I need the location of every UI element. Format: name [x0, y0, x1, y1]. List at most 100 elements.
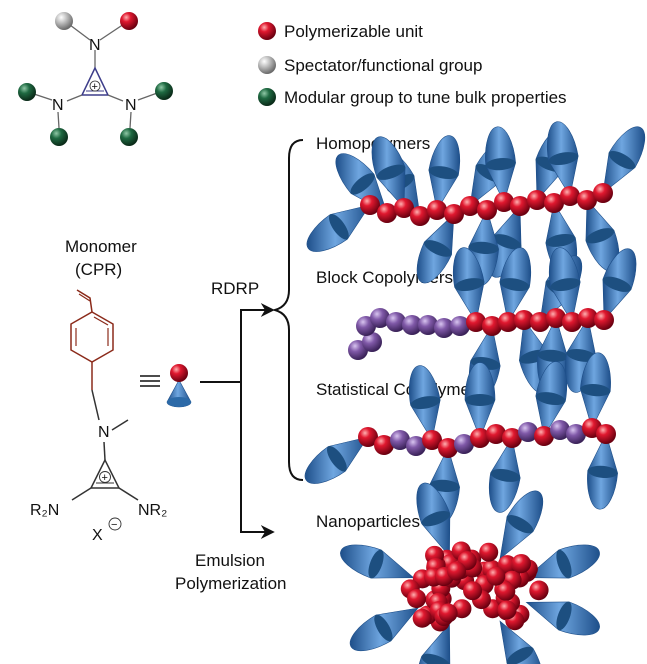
red-bead: [438, 438, 458, 458]
red-bead: [360, 195, 380, 215]
side-group-cone: [602, 126, 646, 194]
monomer-left-amine: R₂N: [30, 502, 59, 519]
side-group-cone: [349, 607, 419, 652]
red-bead: [494, 192, 514, 212]
red-bead: [496, 581, 516, 601]
equivalence-sign: [140, 375, 160, 387]
monomer-subtitle: (CPR): [75, 260, 122, 279]
monomer-counterion: X: [92, 527, 103, 544]
monomer-right-amine: NR₂: [138, 502, 167, 519]
schematic-n-left: N: [52, 97, 64, 114]
red-bead: [510, 196, 530, 216]
product-label-statistical: Statistical Copolymers: [316, 380, 484, 399]
red-bead: [427, 200, 447, 220]
side-group-cone: [525, 544, 600, 579]
red-bead: [546, 308, 566, 328]
red-bead: [410, 206, 430, 226]
legend: Polymerizable unit Spectator/functional …: [258, 22, 567, 107]
purple-bead: [566, 424, 586, 444]
side-group-cone: [488, 437, 521, 513]
red-bead: [374, 435, 394, 455]
monomer-charge-label: +: [102, 472, 108, 484]
side-group-cone: [485, 126, 516, 203]
purple-bead: [550, 420, 570, 440]
block-copolymer-chain: [348, 247, 637, 401]
red-bead: [544, 193, 564, 213]
rdrp-label: RDRP: [211, 279, 259, 298]
red-bead: [463, 581, 483, 601]
side-group-cone: [499, 247, 532, 323]
product-brace: [271, 139, 304, 481]
schematic-green-sphere-icon: [18, 83, 36, 101]
red-bead: [447, 561, 467, 581]
red-bead: [460, 196, 480, 216]
side-group-cone: [499, 620, 541, 664]
side-group-cone: [306, 204, 371, 252]
red-bead: [560, 186, 580, 206]
red-bead: [577, 190, 597, 210]
side-group-cone: [408, 365, 441, 441]
red-bead: [534, 426, 554, 446]
red-bead: [422, 430, 442, 450]
schematic-n-right: N: [125, 97, 137, 114]
schematic-cyclopropenium: + N N N: [18, 12, 173, 146]
red-bead: [466, 312, 486, 332]
red-bead: [407, 589, 427, 609]
side-group-cone: [464, 362, 496, 439]
red-bead: [498, 312, 518, 332]
reaction-arrows: [200, 303, 275, 539]
purple-bead: [434, 318, 454, 338]
purple-bead: [390, 430, 410, 450]
red-bead: [486, 566, 506, 586]
red-bead: [596, 424, 616, 444]
monomer-title: Monomer: [65, 237, 137, 256]
side-group-cone: [585, 199, 620, 272]
red-bead: [594, 310, 614, 330]
side-group-cone: [340, 544, 415, 579]
schematic-charge-label: +: [92, 81, 98, 93]
red-bead: [412, 608, 432, 628]
schematic-gray-sphere-icon: [55, 12, 73, 30]
red-bead: [444, 204, 464, 224]
monomer-n-atom: N: [98, 424, 110, 441]
legend-label-modular: Modular group to tune bulk properties: [284, 88, 567, 107]
red-bead: [502, 428, 522, 448]
purple-bead: [406, 436, 426, 456]
red-bead: [479, 542, 499, 562]
side-group-cone: [580, 352, 611, 429]
red-bead: [358, 427, 378, 447]
red-bead: [438, 603, 458, 623]
schematic-green-sphere-icon: [155, 82, 173, 100]
red-bead: [593, 183, 613, 203]
side-group-cone: [418, 623, 451, 664]
red-bead: [527, 190, 547, 210]
side-group-cone: [499, 490, 544, 560]
purple-bead: [418, 315, 438, 335]
legend-gray-sphere-icon: [258, 56, 276, 74]
red-bead: [482, 316, 502, 336]
emulsion-label-1: Emulsion: [195, 551, 265, 570]
side-group-cone: [428, 135, 461, 211]
red-bead: [562, 312, 582, 332]
legend-green-sphere-icon: [258, 88, 276, 106]
product-label-nanoparticles: Nanoparticles: [316, 512, 420, 531]
purple-bead: [450, 316, 470, 336]
side-group-cone: [548, 247, 581, 323]
purple-bead: [370, 308, 390, 328]
red-bead: [512, 554, 532, 574]
schematic-green-sphere-icon: [120, 128, 138, 146]
homopolymer-chain: [306, 121, 646, 286]
side-group-cone: [587, 433, 618, 510]
red-bead: [497, 600, 517, 620]
side-group-cone: [416, 482, 451, 557]
side-group-cone: [535, 361, 568, 437]
monomer-structure: N + R₂N NR₂ X −: [30, 289, 167, 544]
side-group-cone: [416, 213, 455, 284]
emulsion-label-2: Polymerization: [175, 574, 287, 593]
legend-red-sphere-icon: [258, 22, 276, 40]
schematic-red-sphere-icon: [120, 12, 138, 30]
legend-label-polymerizable: Polymerizable unit: [284, 22, 423, 41]
purple-bead: [518, 422, 538, 442]
schematic-green-sphere-icon: [50, 128, 68, 146]
